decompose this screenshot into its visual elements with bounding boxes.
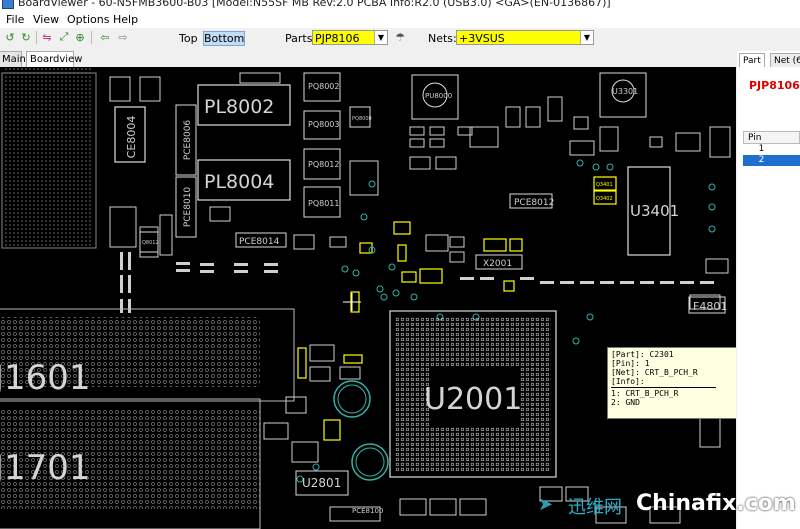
board-canvas[interactable]: CE8004 PCE8006 PCE8010 PL8002 PL8004 PQ8… — [0, 67, 736, 529]
parts-combo[interactable]: PJP8106 ▼ — [312, 30, 388, 45]
nets-value: +3VSUS — [459, 32, 505, 45]
part-tooltip: [Part]: C2301 [Pin]: 1 [Net]: CRT_B_PCH_… — [607, 347, 736, 419]
part-info-panel: Part Net (6! PJP8106 Pin 1 2 — [737, 51, 800, 529]
menu-file[interactable]: File — [6, 13, 25, 26]
j1601-label: J1601 — [0, 358, 91, 398]
window-title: BoardViewer - 60-N5FMB3600-B03 [Model:N5… — [18, 0, 611, 9]
tooltip-part: [Part]: C2301 — [611, 350, 674, 359]
forward-icon[interactable]: ⇨ — [118, 30, 128, 44]
tab-boardview[interactable]: Boardview — [26, 51, 82, 67]
view-tabs: Main Boardview — [0, 51, 736, 67]
f4801-label: F4801 — [693, 300, 727, 313]
pce8006-label: PCE8006 — [183, 120, 193, 161]
pq8012-label: PQ8012 — [308, 160, 339, 169]
tooltip-pin-2: 2: GND — [611, 398, 640, 407]
search-part-icon[interactable]: ☂ — [395, 30, 405, 44]
menu-bar: File View Options Help — [0, 12, 800, 29]
back-icon[interactable]: ⇦ — [100, 30, 110, 44]
app-icon — [2, 0, 14, 9]
selected-part-name: PJP8106 — [749, 79, 800, 92]
pq8011-label: PQ8011 — [308, 199, 339, 208]
parts-label: Parts: — [285, 32, 317, 45]
q3401-label: Q3401 — [596, 182, 613, 188]
j1701-label: J1701 — [0, 448, 91, 488]
chevron-down-icon[interactable]: ▼ — [374, 31, 387, 44]
nets-combo[interactable]: +3VSUS ▼ — [456, 30, 594, 45]
bottom-side-button[interactable]: Bottom — [203, 31, 245, 46]
tooltip-divider — [611, 387, 716, 388]
watermark-en: Chinafix.com — [636, 491, 796, 516]
rotate-left-icon[interactable]: ↺ — [5, 30, 15, 44]
nets-label: Nets: — [428, 32, 457, 45]
tab-main[interactable]: Main — [0, 51, 26, 67]
pq8003-label: PQ8003 — [308, 120, 339, 129]
pce8012-label: PCE8012 — [514, 198, 554, 208]
tooltip-net: [Net]: CRT_B_PCH_R — [611, 368, 698, 377]
pq8008-label: PQ8008 — [352, 116, 372, 122]
q8012-label: Q8012 — [142, 240, 159, 246]
rotate-right-icon[interactable]: ↻ — [21, 30, 31, 44]
watermark-cn: 迅维网 — [568, 497, 622, 518]
tooltip-info: [Info]: — [611, 377, 645, 386]
u2001-label: U2001 — [424, 382, 522, 417]
fit-screen-icon[interactable]: ⤢ — [59, 30, 69, 43]
tooltip-pin: [Pin]: 1 — [611, 359, 650, 368]
watermark-logo-icon: ➤ — [538, 494, 554, 515]
tab-part[interactable]: Part — [739, 53, 765, 67]
pu8000-label: PU8000 — [425, 92, 452, 100]
mirror-icon[interactable]: ⇋ — [42, 30, 52, 44]
table-row[interactable]: 1 — [758, 144, 765, 154]
menu-help[interactable]: Help — [113, 13, 139, 26]
pce8014-label: PCE8014 — [239, 237, 280, 247]
q3402-label: Q3402 — [596, 196, 613, 202]
zoom-icon[interactable]: ⊕ — [75, 30, 85, 44]
tab-net[interactable]: Net (6! — [770, 53, 800, 67]
pce8100-label: PCE8100 — [352, 507, 383, 515]
ce8004-label: CE8004 — [125, 116, 138, 159]
u3301-label: U3301 — [612, 87, 638, 96]
pce8010-label: PCE8010 — [183, 187, 193, 228]
pq8002-label: PQ8002 — [308, 82, 339, 91]
pl8004-label: PL8004 — [204, 171, 274, 193]
title-bar: BoardViewer - 60-N5FMB3600-B03 [Model:N5… — [0, 0, 800, 12]
pl8002-label: PL8002 — [204, 96, 274, 118]
table-row-selected[interactable]: 2 — [743, 155, 800, 166]
toolbar: ↺ ↻ ⇋ ⤢ ⊕ ⇦ ⇨ Top Bottom Parts: PJP8106 … — [0, 28, 800, 48]
x2001-label: X2001 — [483, 259, 512, 269]
top-side-button[interactable]: Top — [179, 32, 198, 45]
pin-table: Pin 1 2 — [743, 131, 800, 166]
tooltip-pin-1: 1: CRT_B_PCH_R — [611, 389, 679, 398]
chevron-down-icon[interactable]: ▼ — [580, 31, 593, 44]
menu-options[interactable]: Options — [67, 13, 110, 26]
u3401-label: U3401 — [630, 202, 679, 220]
pin-column-header[interactable]: Pin — [743, 131, 800, 144]
menu-view[interactable]: View — [33, 13, 60, 26]
u2801-label: U2801 — [302, 476, 341, 490]
pcb-drawing[interactable]: CE8004 PCE8006 PCE8010 PL8002 PL8004 PQ8… — [0, 67, 736, 529]
watermark: ➤ 迅维网 Chinafix.com — [524, 490, 800, 529]
parts-value: PJP8106 — [315, 32, 360, 45]
